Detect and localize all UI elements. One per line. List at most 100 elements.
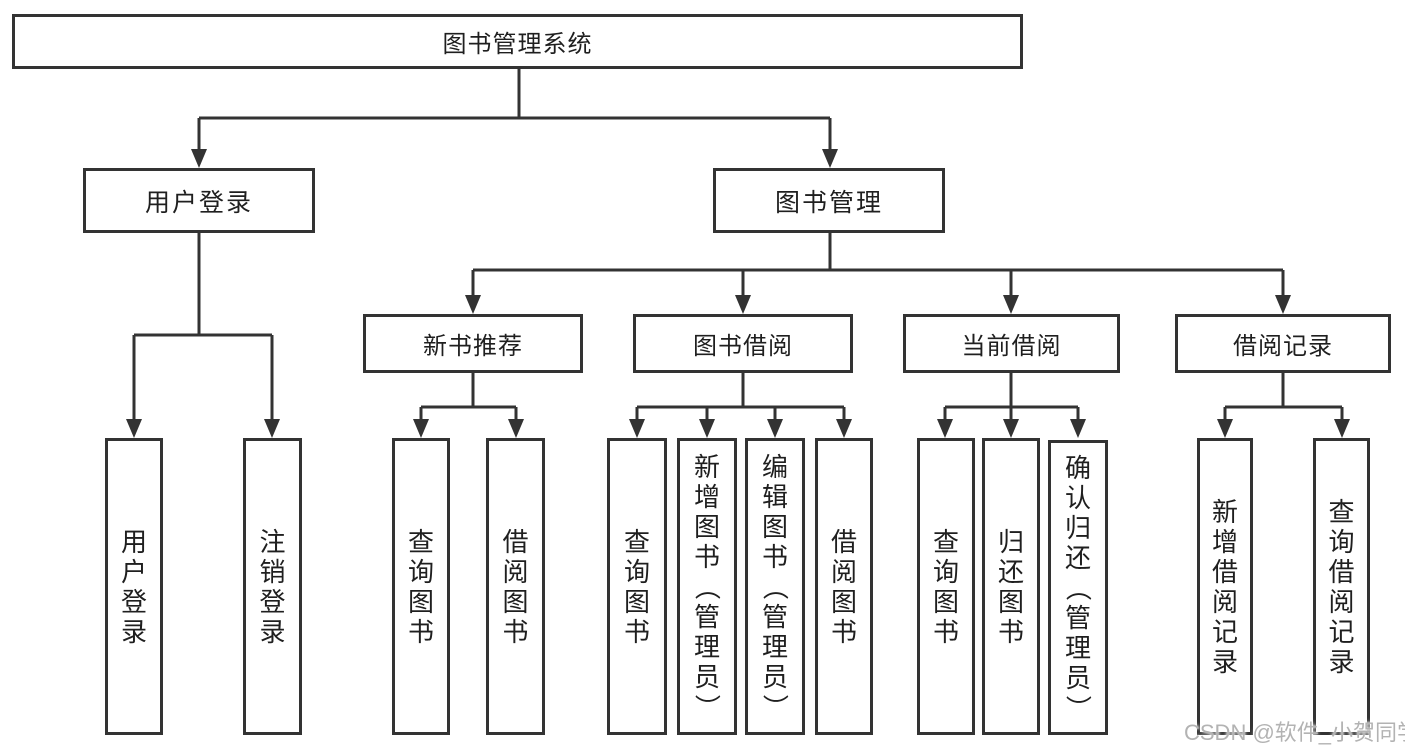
leaf-label-char: 图 xyxy=(932,586,959,617)
leaf-label-char: 新 xyxy=(693,451,720,482)
leaf-label-char: 理 xyxy=(761,631,788,662)
leaf-label-char: 销 xyxy=(259,556,286,587)
leaf-label-char: 归 xyxy=(1064,512,1091,543)
leaf-query-books-current: 查询图书 xyxy=(917,438,975,735)
leaf-label-char: 记 xyxy=(1328,616,1355,647)
node-root: 图书管理系统 xyxy=(12,14,1023,69)
leaf-label-char: 员 xyxy=(693,661,720,692)
leaf-label-char: （ xyxy=(760,573,790,600)
leaf-label-char: 借 xyxy=(502,526,529,557)
leaf-label-char: 录 xyxy=(259,616,286,647)
node-current-borrow: 当前借阅 xyxy=(903,314,1120,373)
leaf-label-char: 图 xyxy=(693,511,720,542)
leaf-label-char: 图 xyxy=(623,586,650,617)
leaf-label-char: 认 xyxy=(1064,482,1091,513)
leaf-label-char: 书 xyxy=(761,541,788,572)
leaf-label-char: 用 xyxy=(120,526,147,557)
node-book-borrow: 图书借阅 xyxy=(633,314,853,373)
leaf-label-char: 图 xyxy=(407,586,434,617)
leaf-label-char: 借 xyxy=(830,526,857,557)
leaf-query-books-recommend: 查询图书 xyxy=(392,438,450,735)
leaf-label-char: 书 xyxy=(997,616,1024,647)
leaf-label-char: 询 xyxy=(623,556,650,587)
leaf-label-char: 书 xyxy=(407,616,434,647)
leaf-label-char: 理 xyxy=(1064,632,1091,663)
leaf-label-char: 查 xyxy=(932,526,959,557)
leaf-label-char: 书 xyxy=(932,616,959,647)
node-borrow-records: 借阅记录 xyxy=(1175,314,1391,373)
leaf-label-char: 录 xyxy=(1328,646,1355,677)
leaf-label-char: 还 xyxy=(997,556,1024,587)
leaf-logout: 注销登录 xyxy=(243,438,302,735)
leaf-label-char: 书 xyxy=(502,616,529,647)
leaf-add-borrow-record: 新增借阅记录 xyxy=(1197,438,1253,735)
leaf-label-char: 增 xyxy=(693,481,720,512)
leaf-query-books-borrow: 查询图书 xyxy=(607,438,667,735)
leaf-label-char: 查 xyxy=(623,526,650,557)
leaf-label-char: 编 xyxy=(761,451,788,482)
leaf-user-login: 用户登录 xyxy=(105,438,163,735)
leaf-label-char: 管 xyxy=(1064,602,1091,633)
leaf-label-char: 户 xyxy=(120,556,147,587)
node-root-label: 图书管理系统 xyxy=(442,31,593,58)
leaf-label-char: 记 xyxy=(1211,616,1238,647)
leaf-label-char: 询 xyxy=(407,556,434,587)
leaf-label-char: 询 xyxy=(932,556,959,587)
leaf-add-books-admin: 新增图书（管理员） xyxy=(677,438,737,735)
node-book-borrow-label: 图书借阅 xyxy=(693,333,793,360)
leaf-label-char: 书 xyxy=(623,616,650,647)
leaf-label-char: 辑 xyxy=(761,481,788,512)
leaf-label-char: 图 xyxy=(502,586,529,617)
leaf-label-char: 员 xyxy=(761,661,788,692)
leaf-label-char: ） xyxy=(760,693,790,720)
leaf-label-char: 归 xyxy=(997,526,1024,557)
leaf-label-char: 阅 xyxy=(502,556,529,587)
leaf-label-char: 阅 xyxy=(830,556,857,587)
node-user-login: 用户登录 xyxy=(83,168,315,233)
leaf-label-char: 增 xyxy=(1211,526,1238,557)
leaf-label-char: 借 xyxy=(1211,556,1238,587)
leaf-label-char: 阅 xyxy=(1211,586,1238,617)
leaf-label-char: ） xyxy=(692,693,722,720)
node-new-book-recommend: 新书推荐 xyxy=(363,314,583,373)
leaf-label-char: 管 xyxy=(693,601,720,632)
leaf-label-char: 录 xyxy=(120,616,147,647)
leaf-label-char: 录 xyxy=(1211,646,1238,677)
csdn-watermark: CSDN @软件_小贺同学 xyxy=(1184,720,1405,745)
leaf-label-char: 登 xyxy=(120,586,147,617)
leaf-label-char: 图 xyxy=(830,586,857,617)
node-current-borrow-label: 当前借阅 xyxy=(961,333,1062,360)
leaf-label-char: 借 xyxy=(1328,556,1355,587)
node-user-login-label: 用户登录 xyxy=(144,188,253,217)
leaf-confirm-return-admin: 确认归还（管理员） xyxy=(1048,440,1108,735)
leaf-label-char: 员 xyxy=(1064,662,1091,693)
leaf-edit-books-admin: 编辑图书（管理员） xyxy=(745,438,805,735)
leaf-label-char: （ xyxy=(1063,574,1093,601)
leaf-query-borrow-record: 查询借阅记录 xyxy=(1313,438,1370,735)
node-new-book-recommend-label: 新书推荐 xyxy=(423,333,523,360)
leaf-borrow-books-recommend: 借阅图书 xyxy=(486,438,545,735)
leaf-label-char: 新 xyxy=(1211,496,1238,527)
leaf-label-char: 还 xyxy=(1064,542,1091,573)
leaf-label-char: 理 xyxy=(693,631,720,662)
leaf-label-char: 图 xyxy=(761,511,788,542)
leaf-label-char: 管 xyxy=(761,601,788,632)
leaf-borrow-books: 借阅图书 xyxy=(815,438,873,735)
node-borrow-records-label: 借阅记录 xyxy=(1233,333,1333,360)
leaf-label-char: 查 xyxy=(1328,496,1355,527)
leaf-label-char: 图 xyxy=(997,586,1024,617)
node-book-management: 图书管理 xyxy=(713,168,945,233)
leaf-label-char: 阅 xyxy=(1328,586,1355,617)
leaf-label-char: 注 xyxy=(259,526,286,557)
leaf-label-char: （ xyxy=(692,573,722,600)
leaf-return-books: 归还图书 xyxy=(982,438,1040,735)
leaf-label-char: 询 xyxy=(1328,526,1355,557)
node-book-management-label: 图书管理 xyxy=(774,188,883,217)
leaf-label-char: 书 xyxy=(830,616,857,647)
leaf-label-char: 书 xyxy=(693,541,720,572)
leaf-label-char: 确 xyxy=(1064,452,1091,483)
leaf-label-char: ） xyxy=(1063,694,1093,721)
leaf-label-char: 查 xyxy=(407,526,434,557)
